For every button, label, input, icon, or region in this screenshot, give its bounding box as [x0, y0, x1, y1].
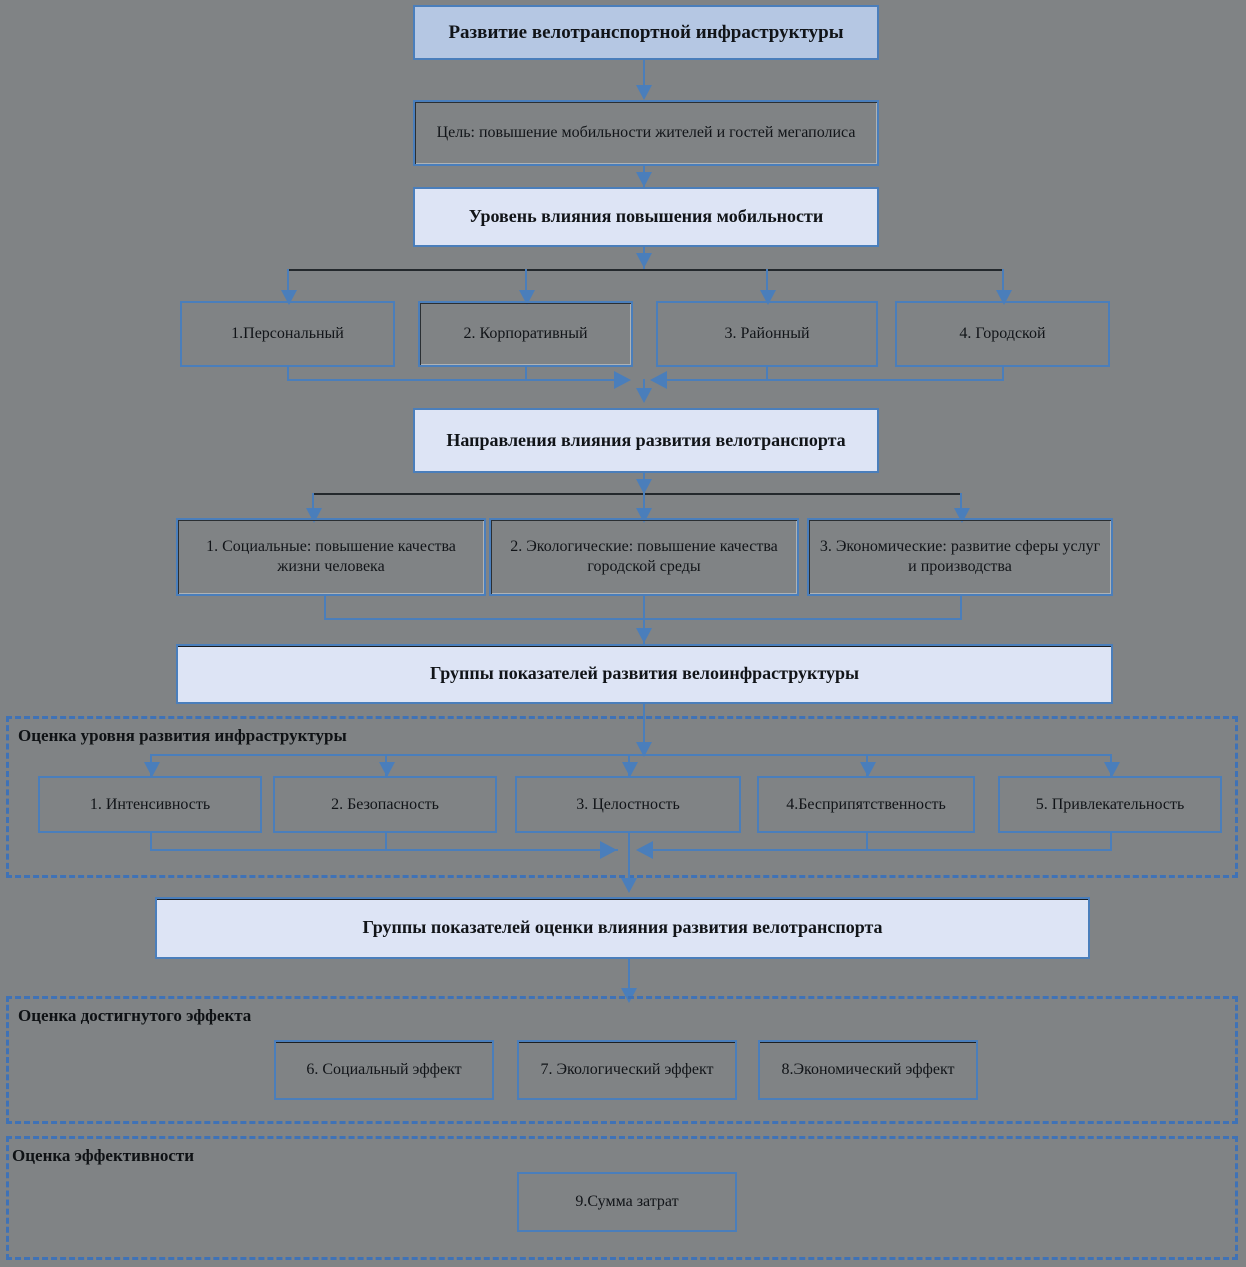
node-indicator-4-label: 4.Бесприпятственность	[786, 795, 946, 813]
connector-direction-3-out	[960, 596, 962, 620]
connector-indicator-4-out	[866, 833, 868, 851]
node-indicator-3-label: 3. Целостность	[576, 795, 680, 813]
connector-hub4-down	[628, 959, 630, 1001]
connector-title-goal	[643, 60, 645, 92]
node-influence-level-hub-label: Уровень влияния повышения мобильности	[468, 206, 824, 227]
node-indicator-2-label: 2. Безопасность	[331, 795, 439, 813]
node-level-1: 1.Персональный	[180, 301, 395, 367]
connector-level-1	[287, 269, 289, 299]
group-infrastructure-assessment-label: Оценка уровня развития инфраструктуры	[18, 726, 347, 745]
arrow-infra-4	[860, 762, 876, 777]
node-effect-3: 8.Экономический эффект	[758, 1040, 978, 1100]
connector-direction-3	[960, 493, 962, 517]
node-title: Развитие велотранспортной инфраструктуры	[413, 5, 879, 60]
node-level-3-label: 3. Районный	[724, 325, 810, 343]
connector-direction-2-out	[643, 596, 645, 620]
node-direction-2: 2. Экологические: повышение качества гор…	[489, 518, 799, 596]
arrow-merge-right	[614, 371, 631, 389]
connector-indicators-down	[628, 833, 630, 889]
node-level-2-label: 2. Корпоративный	[463, 325, 588, 343]
node-direction-3-label: 3. Экономические: развитие сферы услуг и…	[819, 538, 1101, 575]
connector-indicators-merge-left	[150, 849, 618, 851]
arrow-indicators-merge-left	[636, 841, 653, 859]
node-effect-2-label: 7. Экологический эффект	[540, 1061, 714, 1079]
connector-infra-bus	[150, 754, 1110, 756]
group-infrastructure-assessment	[6, 716, 1238, 878]
node-effect-1-label: 6. Социальный эффект	[306, 1061, 462, 1079]
group-achieved-effect	[6, 996, 1238, 1124]
arrow-indicators-merge-right	[600, 841, 617, 859]
node-influence-level-hub: Уровень влияния повышения мобильности	[413, 187, 879, 247]
arrow-infra-5	[1104, 762, 1120, 777]
node-goal-label: Цель: повышение мобильности жителей и го…	[436, 124, 856, 142]
arrow-infra-3	[622, 762, 638, 777]
node-direction-2-label: 2. Экологические: повышение качества гор…	[510, 538, 778, 575]
connector-indicators-merge-right	[648, 849, 1110, 851]
group-efficiency-assessment-label: Оценка эффективности	[12, 1146, 195, 1165]
connector-level-1-out	[287, 367, 289, 381]
connector-levels-bus	[287, 269, 1003, 271]
node-effect-2: 7. Экологический эффект	[517, 1040, 737, 1100]
arrow-infra-1	[144, 762, 160, 777]
arrow-merge-down-hub3	[636, 628, 652, 643]
connector-level-4-out	[1002, 367, 1004, 381]
node-indicator-1-label: 1. Интенсивность	[89, 795, 211, 813]
node-direction-1: 1. Социальные: повышение качества жизни …	[176, 518, 486, 596]
arrow-infra-2	[379, 762, 395, 777]
connector-level-3	[766, 269, 768, 299]
node-title-label: Развитие велотранспортной инфраструктуры	[448, 21, 844, 43]
node-effect-3-label: 8.Экономический эффект	[781, 1061, 955, 1079]
connector-direction-2	[643, 493, 645, 517]
node-level-4: 4. Городской	[895, 301, 1110, 367]
arrow-hub3-down	[636, 742, 652, 757]
arrow-merge-down-hub2	[636, 388, 652, 403]
arrow-merge-left	[650, 371, 667, 389]
node-direction-3: 3. Экономические: развитие сферы услуг и…	[807, 518, 1113, 596]
group-efficiency-assessment	[6, 1136, 1238, 1260]
connector-indicator-2-out	[385, 833, 387, 851]
node-directions-hub: Направления влияния развития велотранспо…	[413, 408, 879, 473]
group-achieved-effect-label: Оценка достигнутого эффекта	[18, 1006, 252, 1025]
node-impact-groups-hub: Группы показателей оценки влияния развит…	[155, 897, 1090, 959]
connector-level-2	[525, 269, 527, 299]
arrow-goal-hub1	[636, 172, 652, 187]
node-indicator-5-label: 5. Привлекательность	[1035, 795, 1185, 813]
node-cost-sum: 9.Сумма затрат	[517, 1172, 737, 1232]
connector-directions-bus	[312, 493, 960, 495]
node-indicator-1: 1. Интенсивность	[38, 776, 262, 833]
node-indicator-groups-hub: Группы показателей развития велоинфрастр…	[176, 644, 1113, 704]
node-level-1-label: 1.Персональный	[231, 325, 344, 343]
node-indicator-4: 4.Бесприпятственность	[757, 776, 975, 833]
node-level-4-label: 4. Городской	[959, 325, 1046, 343]
connector-levels-merge-right	[660, 379, 1004, 381]
arrow-title-goal	[636, 85, 652, 100]
connector-direction-1-out	[324, 596, 326, 620]
node-indicator-3: 3. Целостность	[515, 776, 741, 833]
node-indicator-5: 5. Привлекательность	[998, 776, 1222, 833]
node-impact-groups-hub-label: Группы показателей оценки влияния развит…	[362, 917, 883, 938]
node-direction-1-label: 1. Социальные: повышение качества жизни …	[206, 538, 456, 575]
connector-level-2-out	[525, 367, 527, 381]
connector-indicator-1-out	[150, 833, 152, 851]
arrow-indicators-down	[621, 878, 637, 893]
arrow-hub4-down	[621, 988, 637, 1003]
node-level-2: 2. Корпоративный	[418, 301, 633, 367]
node-directions-hub-label: Направления влияния развития велотранспо…	[446, 429, 846, 450]
connector-level-4	[1002, 269, 1004, 299]
arrow-hub1-down	[636, 253, 652, 268]
connector-level-3-out	[766, 367, 768, 381]
node-effect-1: 6. Социальный эффект	[274, 1040, 494, 1100]
node-level-3: 3. Районный	[656, 301, 878, 367]
connector-levels-merge-left	[287, 379, 627, 381]
connector-direction-1	[312, 493, 314, 517]
node-indicator-2: 2. Безопасность	[273, 776, 497, 833]
connector-indicator-5-out	[1110, 833, 1112, 851]
node-goal: Цель: повышение мобильности жителей и го…	[413, 100, 879, 166]
node-cost-sum-label: 9.Сумма затрат	[575, 1193, 679, 1211]
node-indicator-groups-hub-label: Группы показателей развития велоинфрастр…	[429, 663, 860, 684]
connector-hub3-down	[643, 704, 645, 754]
arrow-hub2-down	[636, 479, 652, 494]
